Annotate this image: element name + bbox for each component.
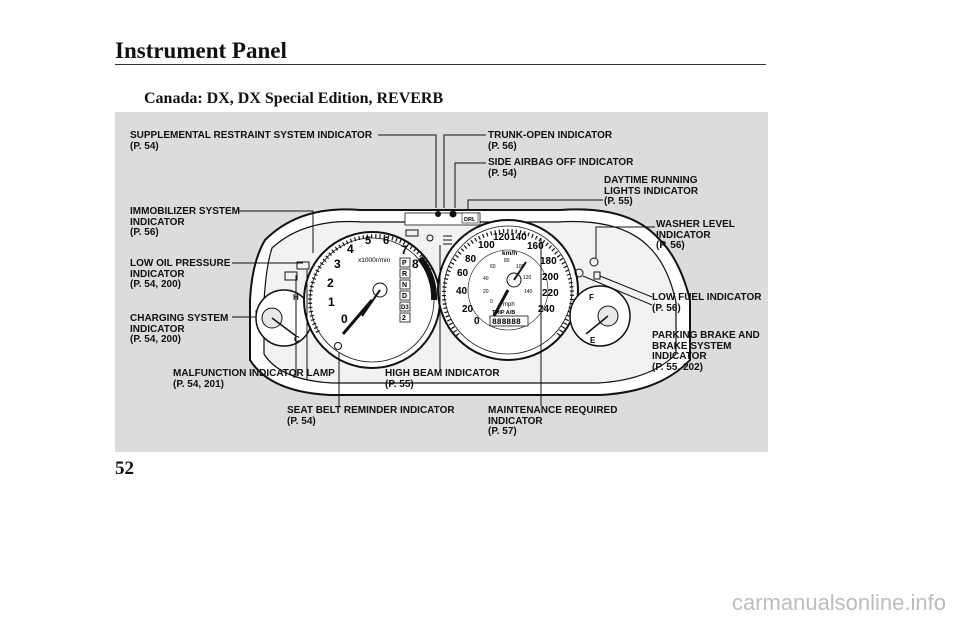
svg-text:200: 200 bbox=[542, 272, 559, 283]
svg-text:120: 120 bbox=[523, 275, 532, 281]
speedo-mph-unit: mph bbox=[503, 302, 515, 308]
tach-tick-3: 3 bbox=[334, 257, 341, 271]
speedo-kmh-unit: km/h bbox=[502, 250, 517, 257]
fuel-full-label: F bbox=[589, 293, 594, 302]
callout-high-beam: HIGH BEAM INDICATOR (P. 55) bbox=[385, 369, 500, 390]
callout-srs: SUPPLEMENTAL RESTRAINT SYSTEM INDICATOR … bbox=[130, 131, 372, 152]
svg-text:80: 80 bbox=[465, 254, 477, 265]
tach-tick-1: 1 bbox=[328, 295, 335, 309]
srs-icon bbox=[435, 211, 441, 217]
tach-tick-7: 7 bbox=[401, 243, 408, 257]
callout-parking-brake: PARKING BRAKE AND BRAKE SYSTEM INDICATOR… bbox=[652, 331, 760, 373]
svg-text:2: 2 bbox=[402, 315, 406, 322]
svg-text:140: 140 bbox=[510, 232, 527, 243]
fuel-empty-label: E bbox=[590, 336, 596, 345]
svg-text:40: 40 bbox=[483, 276, 489, 282]
callout-mil: MALFUNCTION INDICATOR LAMP (P. 54, 201) bbox=[173, 369, 335, 390]
svg-text:40: 40 bbox=[456, 286, 468, 297]
svg-text:DRL: DRL bbox=[464, 217, 476, 223]
svg-text:180: 180 bbox=[540, 256, 557, 267]
svg-text:R: R bbox=[402, 271, 407, 278]
tach-tick-5: 5 bbox=[365, 235, 371, 247]
odometer-value: 888888 bbox=[492, 318, 521, 327]
svg-text:160: 160 bbox=[527, 241, 544, 252]
callout-immobilizer: IMMOBILIZER SYSTEM INDICATOR (P. 56) bbox=[130, 207, 240, 239]
svg-text:140: 140 bbox=[524, 289, 533, 295]
callout-oil-pressure: LOW OIL PRESSURE INDICATOR (P. 54, 200) bbox=[130, 259, 230, 291]
svg-text:D: D bbox=[402, 293, 407, 300]
svg-text:60: 60 bbox=[457, 268, 469, 279]
callout-washer: WASHER LEVEL INDICATOR (P. 56) bbox=[656, 220, 735, 252]
callout-maintenance: MAINTENANCE REQUIRED INDICATOR (P. 57) bbox=[488, 406, 617, 438]
temp-cold-label: C bbox=[294, 335, 300, 344]
callout-trunk-open: TRUNK-OPEN INDICATOR (P. 56) bbox=[488, 131, 612, 152]
trip-label: TRIP A/B bbox=[492, 310, 515, 316]
svg-text:P: P bbox=[402, 260, 407, 267]
callout-seat-belt: SEAT BELT REMINDER INDICATOR (P. 54) bbox=[287, 406, 455, 427]
svg-text:80: 80 bbox=[504, 258, 510, 264]
tach-tick-0: 0 bbox=[341, 312, 348, 326]
svg-text:120: 120 bbox=[493, 232, 510, 243]
page-number: 52 bbox=[115, 458, 134, 480]
svg-text:0: 0 bbox=[490, 299, 493, 305]
svg-text:20: 20 bbox=[462, 304, 474, 315]
tach-tick-6: 6 bbox=[383, 235, 389, 247]
tach-tick-4: 4 bbox=[347, 242, 354, 256]
callout-drl: DAYTIME RUNNING LIGHTS INDICATOR (P. 55) bbox=[604, 176, 698, 208]
svg-text:0: 0 bbox=[474, 316, 480, 327]
callout-low-fuel: LOW FUEL INDICATOR (P. 56) bbox=[652, 293, 761, 314]
svg-text:100: 100 bbox=[516, 264, 525, 270]
svg-text:60: 60 bbox=[490, 264, 496, 270]
callout-charging: CHARGING SYSTEM INDICATOR (P. 54, 200) bbox=[130, 314, 228, 346]
tach-tick-2: 2 bbox=[327, 276, 334, 290]
svg-text:220: 220 bbox=[542, 288, 559, 299]
tach-tick-8: 8 bbox=[412, 257, 419, 271]
watermark: carmanualsonline.info bbox=[732, 590, 946, 616]
svg-text:N: N bbox=[402, 282, 407, 289]
side-airbag-icon bbox=[450, 211, 457, 218]
tach-unit: x1000r/min bbox=[358, 257, 391, 264]
svg-text:20: 20 bbox=[483, 289, 489, 295]
svg-text:D3: D3 bbox=[401, 305, 409, 311]
